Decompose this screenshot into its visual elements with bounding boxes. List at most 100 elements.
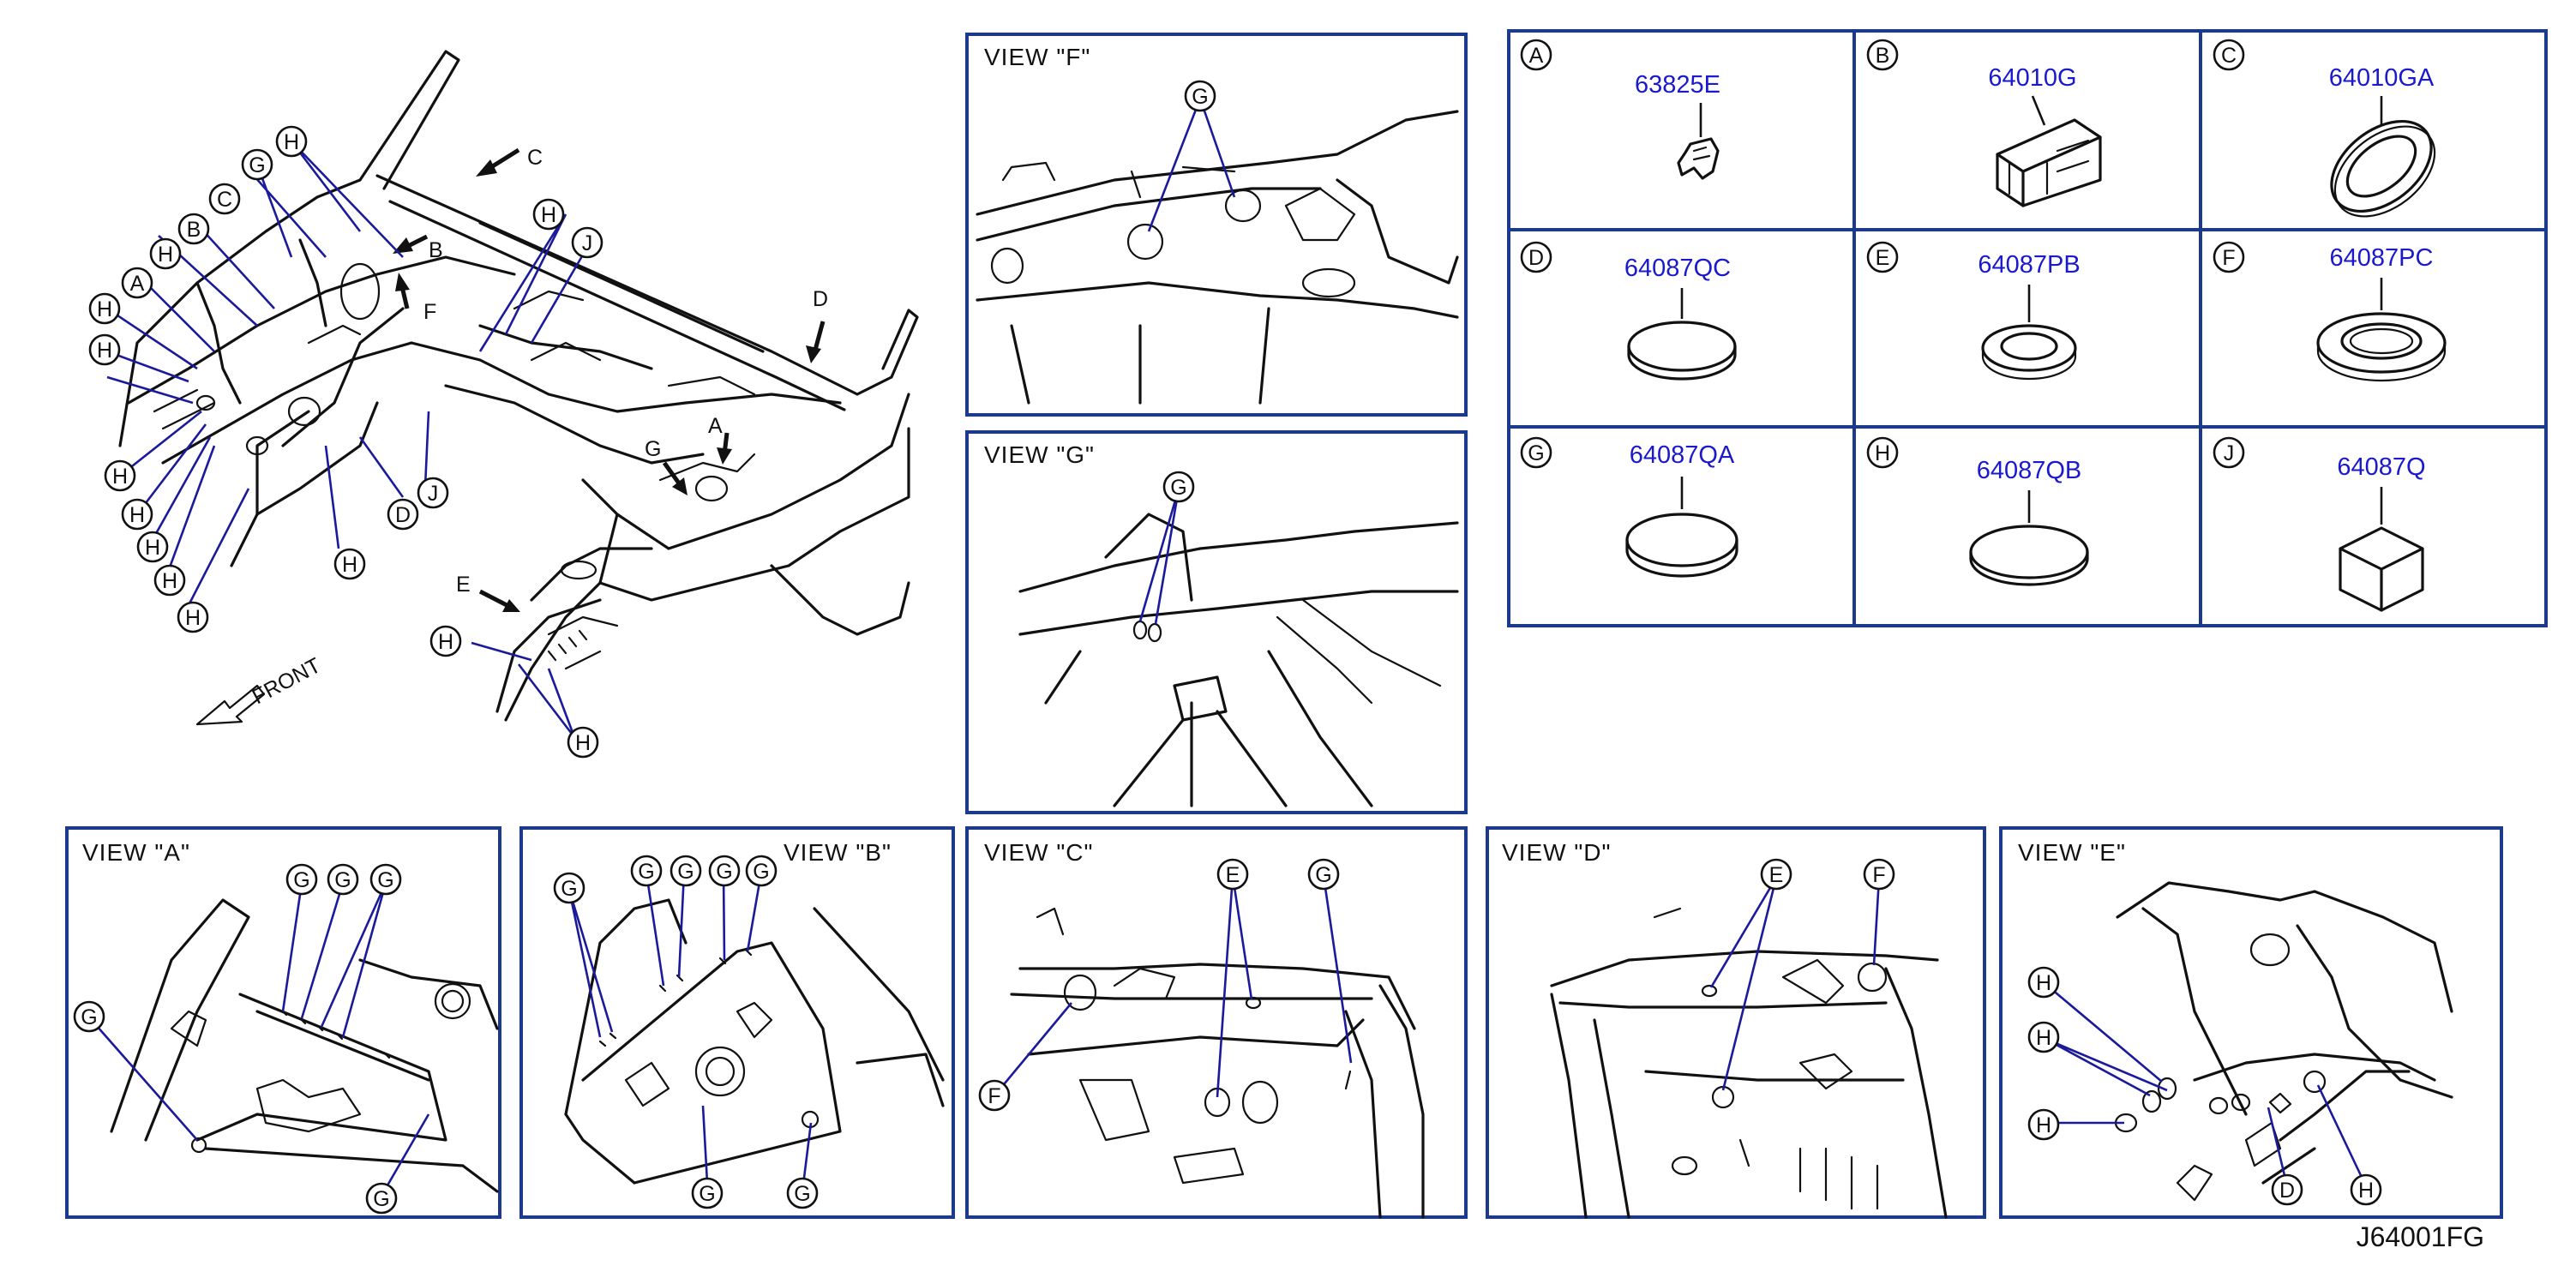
part-number-a: 63825E (1635, 71, 1720, 99)
front-label: FRONT (249, 653, 325, 709)
view-a-panel: VIEW "A" G G G G G (65, 826, 501, 1219)
part-number-b: 64010G (1988, 64, 2076, 92)
main-callout-6: A (130, 272, 145, 296)
part-number-g: 64087QA (1630, 441, 1735, 469)
view-b-panel: VIEW "B" G G G G G G G (519, 826, 955, 1219)
main-callout-13: H (185, 606, 201, 630)
main-callout-10: H (129, 503, 145, 527)
flat-plug-icon (1969, 525, 2089, 586)
main-callout-19: H (438, 630, 453, 654)
view-b-callout-1: G (561, 877, 577, 901)
view-c-panel: VIEW "C" E G F (965, 826, 1468, 1219)
main-callout-15: J (582, 231, 593, 255)
part-number-h: 64087QB (1977, 457, 2082, 484)
view-c-callout-2: G (1315, 863, 1331, 887)
view-e-callout-1: H (2036, 971, 2051, 995)
part-key-j: J (2224, 441, 2235, 465)
view-c-title: VIEW "C" (984, 839, 1093, 866)
main-view-callouts: H G C B H A H H H H H H H H J J D H H H (88, 125, 603, 759)
view-d-callout-1: E (1769, 863, 1784, 887)
main-callout-16: J (428, 482, 439, 506)
view-g-callout-1: G (1170, 476, 1186, 500)
cube-pad-icon (2339, 526, 2424, 612)
main-callout-2: G (249, 153, 265, 177)
view-f-callout-1: G (1192, 85, 1208, 109)
large-grommet-icon (2316, 312, 2447, 382)
part-key-h: H (1875, 441, 1890, 465)
part-cell-b: B 64010G (1866, 39, 2102, 207)
view-b-callout-5: G (753, 860, 769, 884)
round-plug-icon (1627, 321, 1737, 381)
part-key-f: F (2222, 246, 2235, 270)
view-b-callout-4: G (716, 860, 732, 884)
part-cell-d: D 64087QC (1520, 241, 1737, 381)
main-callout-1: H (284, 130, 299, 154)
view-f-title: VIEW "F" (984, 44, 1090, 70)
main-callout-17: D (395, 503, 411, 527)
part-cell-c: C 64010GA (2213, 39, 2436, 218)
view-f-panel: VIEW "F" G (965, 33, 1468, 417)
main-body-view (118, 50, 919, 722)
part-key-b: B (1876, 44, 1890, 68)
view-a-callout-4: G (81, 1005, 97, 1029)
arrow-label-c: C (527, 146, 543, 170)
round-plug-icon (1625, 513, 1738, 578)
main-view-arrows: C B F D A G E (393, 146, 828, 612)
main-callout-9: H (112, 465, 128, 489)
view-d-callout-2: F (1872, 863, 1885, 887)
view-a-callout-5: G (373, 1187, 389, 1211)
part-number-j: 64087Q (2337, 453, 2425, 481)
arrow-label-f: F (423, 300, 436, 324)
oval-grommet-icon (2330, 119, 2436, 218)
view-d-title: VIEW "D" (1502, 839, 1611, 866)
arrow-label-g: G (645, 437, 661, 461)
view-g-title: VIEW "G" (984, 441, 1095, 468)
view-c-callout-1: E (1226, 863, 1240, 887)
clip-icon (1677, 137, 1720, 180)
main-callout-20: H (575, 731, 591, 755)
main-callout-18: H (342, 553, 357, 577)
view-a-callout-3: G (377, 868, 393, 892)
main-callout-14: H (541, 203, 556, 227)
view-b-callout-7: G (794, 1182, 810, 1206)
part-key-g: G (1528, 441, 1544, 465)
part-key-e: E (1876, 246, 1890, 270)
part-cell-h: H 64087QB (1866, 436, 2089, 586)
part-number-f: 64087PC (2330, 244, 2434, 272)
main-callout-3: C (217, 188, 232, 212)
view-b-callout-6: G (699, 1182, 715, 1206)
view-a-callout-2: G (334, 868, 351, 892)
part-number-d: 64087QC (1624, 255, 1731, 282)
view-a-title: VIEW "A" (82, 839, 190, 866)
parts-legend: A 63825E B 64010G C 64010GA (1507, 29, 2548, 627)
view-g-panel: VIEW "G" G (965, 430, 1468, 814)
view-a-callout-1: G (293, 868, 309, 892)
view-e-callout-4: D (2279, 1179, 2295, 1203)
main-callout-7: H (97, 297, 112, 321)
part-cell-a: A 63825E (1520, 39, 1720, 180)
view-b-title: VIEW "B" (784, 839, 892, 866)
part-cell-f: F 64087PC (2213, 241, 2447, 382)
part-number-e: 64087PB (1978, 251, 2080, 279)
part-cell-j: J 64087Q (2213, 436, 2426, 612)
part-number-c: 64010GA (2329, 64, 2435, 92)
main-callout-5: H (158, 243, 173, 267)
view-d-panel: VIEW "D" E F (1486, 826, 1986, 1219)
part-key-d: D (1528, 246, 1544, 270)
view-e-panel: VIEW "E" H H H D H (1999, 826, 2503, 1219)
main-callout-11: H (145, 536, 160, 560)
part-cell-g: G 64087QA (1520, 436, 1738, 578)
arrow-label-a: A (708, 414, 723, 438)
view-e-callout-5: H (2358, 1179, 2374, 1203)
part-key-c: C (2221, 44, 2237, 68)
part-cell-e: E 64087PB (1866, 241, 2081, 381)
part-key-a: A (1529, 44, 1544, 68)
main-callout-4: B (187, 218, 201, 242)
view-b-callout-2: G (638, 860, 654, 884)
arrow-label-d: D (813, 287, 828, 311)
small-grommet-icon (1981, 324, 2077, 381)
arrow-label-e: E (456, 573, 471, 597)
view-e-callout-3: H (2036, 1113, 2051, 1137)
main-callout-12: H (162, 569, 177, 593)
